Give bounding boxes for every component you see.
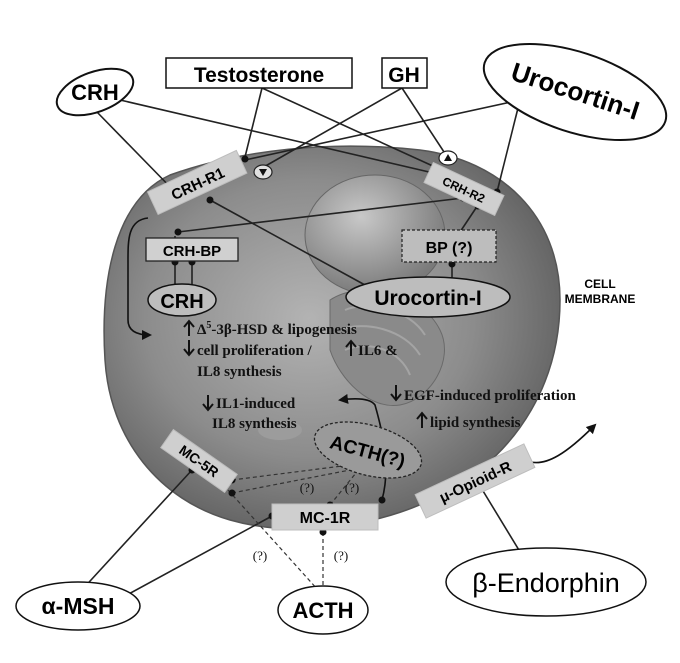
lipid-text: lipid synthesis bbox=[430, 415, 521, 431]
crh-top-label: CRH bbox=[71, 80, 119, 105]
question-mark-1: (?) bbox=[300, 480, 314, 495]
ligand-crh-top: CRH bbox=[55, 67, 135, 117]
membrane-line2: MEMBRANE bbox=[565, 292, 636, 306]
il1-text-2: IL8 synthesis bbox=[212, 416, 297, 432]
question-mark-2: (?) bbox=[345, 480, 359, 495]
receptor-mc1r: MC-1R bbox=[271, 503, 379, 531]
mc1r-label: MC-1R bbox=[300, 510, 351, 527]
crh-r1-feedback-arrow bbox=[127, 217, 152, 340]
crh-inner: CRH bbox=[147, 283, 217, 317]
connector-lines bbox=[79, 87, 526, 597]
up-arrow-icon bbox=[183, 319, 195, 336]
opioid-out-arrow bbox=[524, 423, 597, 464]
crh-inner-label: CRH bbox=[160, 291, 203, 313]
dashed-lines bbox=[227, 464, 361, 591]
organelle-vesicle bbox=[258, 420, 302, 440]
membrane-label: CELL MEMBRANE bbox=[565, 277, 636, 306]
ligand-beta-endorphin: β-Endorphin bbox=[445, 547, 647, 617]
egf-text: EGF-induced proliferation bbox=[404, 388, 576, 404]
acth-bottom-label: ACTH bbox=[292, 598, 353, 623]
up-arrow-icon bbox=[345, 339, 357, 356]
urocortin-inner: Urocortin-I bbox=[345, 276, 511, 318]
lipo-text: Δ5-3β-HSD & lipogenesis bbox=[197, 320, 357, 338]
beta-endorphin-label: β-Endorphin bbox=[472, 568, 620, 598]
effects-right: EGF-induced proliferation lipid synthesi… bbox=[390, 385, 576, 431]
small-direction-circles bbox=[253, 150, 458, 180]
alpha-msh-label: α-MSH bbox=[42, 593, 115, 619]
question-mark-3: (?) bbox=[253, 548, 267, 563]
urocortin-inner-label: Urocortin-I bbox=[374, 287, 481, 310]
testosterone-label: Testosterone bbox=[194, 64, 324, 87]
down-arrow-icon bbox=[390, 385, 402, 402]
il8-text: IL8 synthesis bbox=[197, 364, 282, 380]
prolif-text-a: cell proliferation / bbox=[197, 343, 313, 359]
crh-bp-label: CRH-BP bbox=[163, 243, 221, 260]
bp-unknown-label: BP (?) bbox=[426, 240, 473, 257]
ligand-acth-bottom: ACTH bbox=[277, 585, 369, 635]
down-arrow-icon bbox=[202, 395, 214, 412]
effects-left: Δ5-3β-HSD & lipogenesis cell proliferati… bbox=[183, 319, 398, 432]
bp-unknown-box: BP (?) bbox=[401, 229, 497, 263]
ligand-gh: GH bbox=[381, 57, 428, 89]
up-arrow-icon bbox=[416, 411, 428, 428]
ligand-testosterone: Testosterone bbox=[165, 57, 353, 89]
acth-inner: ACTH(?) bbox=[313, 421, 423, 479]
down-arrow-icon bbox=[183, 340, 195, 357]
prolif-text-b: IL6 & bbox=[358, 343, 398, 359]
crh-bp-box: CRH-BP bbox=[145, 237, 239, 262]
membrane-line1: CELL bbox=[584, 277, 615, 291]
il1-text-1: IL1-induced bbox=[216, 396, 296, 412]
gh-label: GH bbox=[388, 64, 420, 87]
ligand-urocortin-top: Urocortin-I bbox=[482, 42, 668, 142]
question-mark-4: (?) bbox=[334, 548, 348, 563]
ligand-alpha-msh: α-MSH bbox=[15, 581, 141, 631]
question-marks: (?) (?) (?) (?) bbox=[253, 480, 359, 563]
